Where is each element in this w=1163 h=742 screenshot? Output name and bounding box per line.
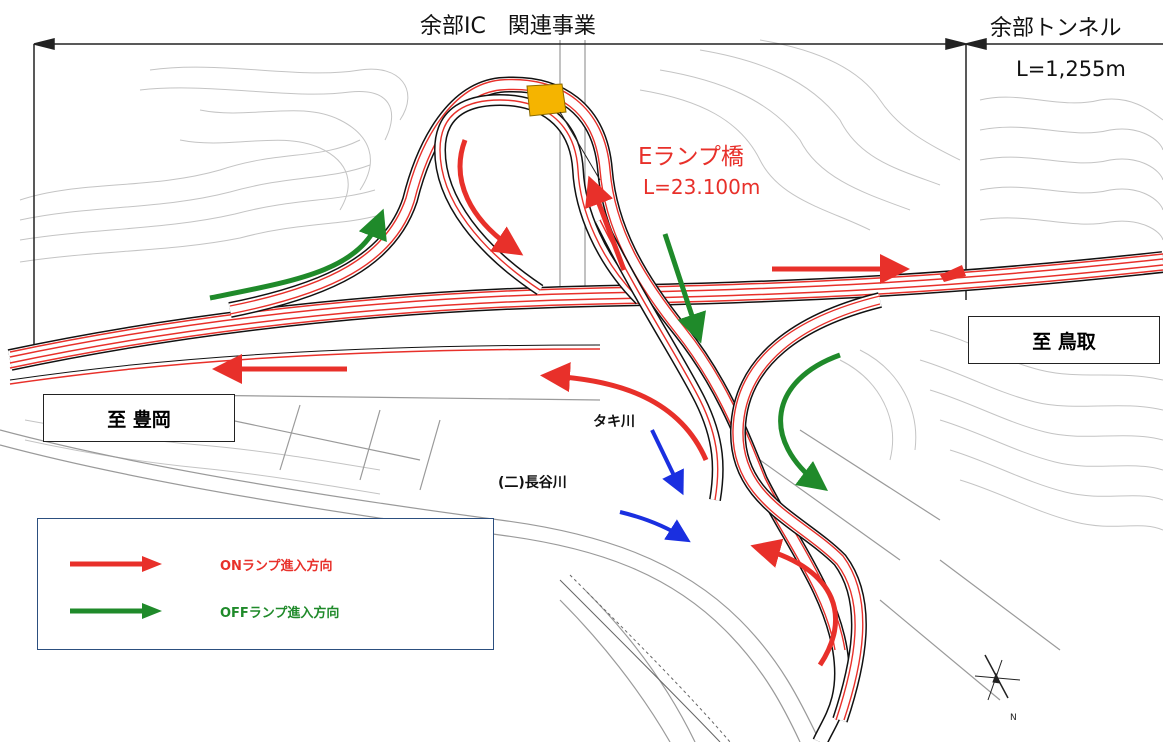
off-ramp-arrow bbox=[209, 208, 387, 301]
legend: ONランプ進入方向 OFFランプ進入方向 bbox=[37, 518, 494, 650]
project-extent bbox=[33, 38, 1163, 356]
local-roads bbox=[0, 40, 1061, 742]
on-ramp-arrow bbox=[457, 139, 524, 256]
terrain-contours bbox=[19, 39, 1163, 531]
railway bbox=[559, 574, 731, 742]
tunnel-length: L=1,255m bbox=[1016, 57, 1126, 81]
bridge-name: Eランプ橋 bbox=[638, 144, 744, 170]
river-flow-arrow bbox=[619, 510, 691, 543]
tunnel-label: 余部トンネル bbox=[990, 16, 1122, 41]
legend-on-ramp-label: ONランプ進入方向 bbox=[220, 559, 333, 574]
svg-text:N: N bbox=[1010, 713, 1017, 723]
tunnel-portal bbox=[940, 265, 966, 282]
interchange-ramps bbox=[228, 76, 882, 742]
river-label-hase: (二)長谷川 bbox=[498, 475, 567, 491]
off-ramp-arrows bbox=[209, 208, 841, 492]
river-flow-arrow bbox=[650, 429, 684, 496]
on-ramp-arrow bbox=[540, 362, 709, 461]
north-arrow: N bbox=[974, 654, 1021, 723]
legend-red-arrow-icon bbox=[70, 556, 162, 572]
legend-off-ramp-label: OFFランプ進入方向 bbox=[220, 606, 340, 621]
off-ramp-arrow bbox=[778, 352, 841, 492]
on-ramp-arrow bbox=[750, 538, 838, 667]
destination-tottori: 至 鳥取 bbox=[968, 316, 1160, 364]
bridge-length: L=23.100m bbox=[643, 175, 761, 199]
legend-item-off-ramp: OFFランプ進入方向 bbox=[38, 599, 493, 623]
bridge-highlight bbox=[526, 83, 601, 181]
legend-item-on-ramp: ONランプ進入方向 bbox=[38, 552, 493, 576]
destination-toyooka: 至 豊岡 bbox=[43, 394, 235, 442]
on-ramp-arrows bbox=[212, 139, 910, 667]
river-flow-arrows bbox=[619, 429, 691, 543]
river-label-taki: タキ川 bbox=[593, 414, 635, 430]
project-label: 余部IC 関連事業 bbox=[420, 14, 596, 39]
legend-green-arrow-icon bbox=[70, 603, 162, 619]
on-ramp-arrow bbox=[585, 175, 627, 271]
off-ramp-arrow bbox=[662, 233, 706, 344]
main-highway bbox=[7, 251, 1163, 385]
